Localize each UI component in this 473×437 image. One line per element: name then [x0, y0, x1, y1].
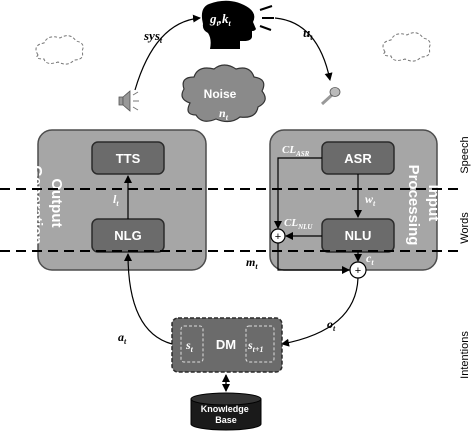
wt-label: wt [365, 192, 376, 208]
nlu-label: NLU [345, 228, 372, 243]
mt-label: mt [246, 255, 258, 271]
knowledge-base-database [190, 392, 262, 431]
state-next-box [245, 325, 275, 363]
tts-label: TTS [116, 151, 141, 166]
ct-label: ct [366, 251, 374, 267]
ot-arrow [281, 277, 359, 347]
user-utterance-label: ut [303, 25, 313, 42]
level-label-intentions: Intentions [459, 331, 471, 379]
noise-cloud [181, 64, 266, 123]
dm-box [171, 317, 283, 373]
state-current-box [180, 325, 204, 363]
output-generation-title: Output Generation [28, 165, 65, 244]
thought-bubble-left [35, 35, 84, 65]
dm-label: DM [216, 337, 236, 352]
noise-variable: nt [219, 106, 229, 122]
level-label-speech: Speech [459, 136, 471, 173]
nlg-label: NLG [114, 228, 141, 243]
at-label: at [118, 330, 127, 346]
system-speech-arrow [134, 14, 201, 91]
user-goal-label: gt,kt [209, 11, 231, 28]
cl-asr-arrow [274, 157, 322, 229]
user-head-icon [201, 0, 274, 50]
at-arrow [124, 253, 173, 345]
observation-sum-plus: + [355, 265, 361, 277]
state-next-label: st+1 [247, 338, 263, 354]
microphone-icon [320, 87, 341, 106]
lt-label: lt [113, 192, 119, 208]
input-processing-title: Input Processing [405, 165, 442, 246]
level-label-words: Words [459, 212, 471, 244]
noise-label: Noise [204, 87, 237, 101]
cl-asr-label: CLASR [282, 144, 310, 158]
state-current-label: st [185, 338, 194, 354]
tts-box [91, 141, 165, 175]
asr-label: ASR [344, 151, 372, 166]
system-speech-label: syst [143, 28, 163, 45]
knowledge-base-label: Knowledge Base [201, 404, 252, 425]
speaker-icon [118, 90, 139, 112]
cl-nlu-label: CLNLU [284, 217, 313, 231]
user-utterance-arrow [274, 17, 333, 81]
confidence-sum-plus: + [275, 231, 281, 243]
ot-label: ot [327, 317, 336, 333]
thought-bubble-right [382, 32, 431, 62]
